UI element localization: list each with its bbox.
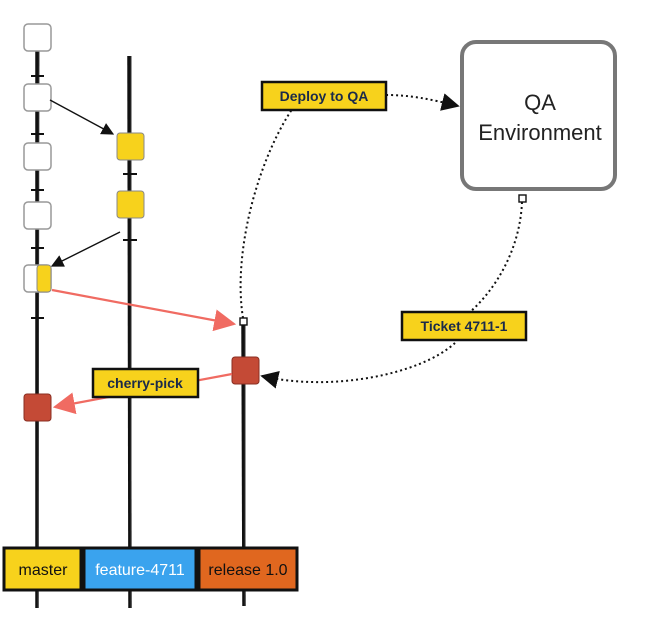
qa-environment-box: QA Environment bbox=[460, 40, 617, 191]
branch-name-master: master bbox=[19, 562, 69, 579]
merge-commit-highlight bbox=[36, 264, 52, 293]
deploy-flow-path bbox=[239, 97, 301, 319]
cherry-pick-callout: cherry-pick bbox=[91, 367, 200, 399]
master-commits bbox=[23, 23, 52, 422]
ticket-label: Ticket 4711-1 bbox=[421, 318, 508, 334]
merge-back-arrow bbox=[50, 231, 121, 267]
merge-to-release-arrow bbox=[51, 288, 237, 332]
master-commit bbox=[23, 23, 52, 52]
ticket-to-release-arrow bbox=[260, 342, 456, 389]
deploy-to-qa-label: Deploy to QA bbox=[280, 88, 369, 104]
feature-commit bbox=[116, 190, 145, 219]
master-commit bbox=[23, 201, 52, 230]
environment-output-marker bbox=[518, 194, 527, 203]
branch-name-feature: feature-4711 bbox=[95, 562, 185, 579]
release-commit bbox=[231, 356, 260, 385]
ticket-flow-path bbox=[469, 201, 523, 313]
qa-environment-label-line2: Environment bbox=[478, 120, 602, 145]
feature-commit bbox=[116, 132, 145, 161]
branch-label-master: master bbox=[2, 546, 83, 592]
master-commit bbox=[23, 142, 52, 171]
ticket-callout: Ticket 4711-1 bbox=[400, 310, 528, 342]
deploy-to-qa-callout: Deploy to QA bbox=[260, 80, 388, 112]
deploy-to-qa-arrow bbox=[385, 93, 460, 111]
qa-environment-label-line1: QA bbox=[524, 90, 556, 115]
branch-name-release: release 1.0 bbox=[208, 562, 287, 579]
feature-commits bbox=[116, 132, 145, 219]
cherry-picked-commit bbox=[23, 393, 52, 422]
branch-out-arrow bbox=[49, 99, 115, 135]
branch-label-feature: feature-4711 bbox=[82, 546, 198, 592]
master-branch-line bbox=[31, 39, 44, 609]
master-commit bbox=[23, 83, 52, 112]
branch-label-release: release 1.0 bbox=[197, 546, 299, 592]
release-start-marker bbox=[239, 317, 248, 326]
cherry-pick-label: cherry-pick bbox=[107, 375, 183, 391]
